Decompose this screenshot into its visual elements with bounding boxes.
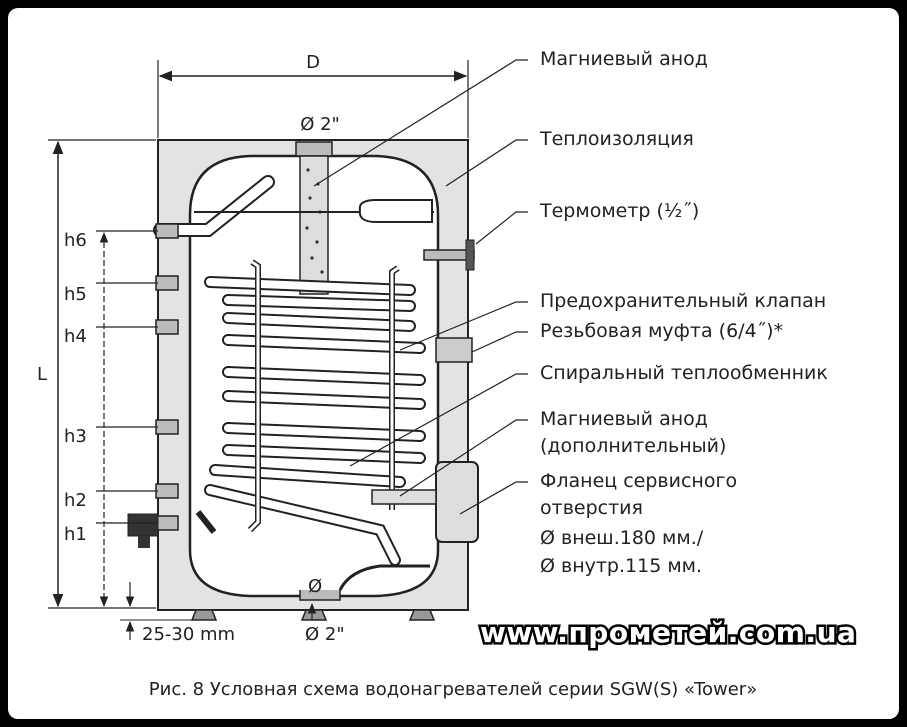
width-label: D [306,52,320,73]
bottom-port-label: Ø 2" [305,624,345,645]
feet-gap-label: 25-30 mm [142,624,235,645]
h2-label: h2 [64,490,87,511]
label-spiral-exchanger: Спиральный теплообменник [540,362,828,384]
label-additional-anode-2: (дополнительный) [540,435,726,457]
site-watermark: www.прометей.com.ua [480,616,856,649]
service-flange [435,461,479,543]
height-label: L [37,364,47,385]
h3-label: h3 [64,426,87,447]
feet [190,609,436,621]
label-flange-inner: Ø внутр.115 мм. [540,555,702,577]
label-insulation: Теплоизоляция [539,128,694,150]
h4-label: h4 [64,326,87,347]
label-service-flange: Фланец сервисного [540,470,737,492]
h5-label: h5 [64,284,87,305]
top-port-label: Ø 2" [300,114,340,135]
bottom-small-label: Ø [308,576,322,597]
top-port [295,141,333,157]
label-threaded-sleeve: Резьбовая муфта (6/4˝)* [540,320,783,342]
label-safety-valve: Предохранительный клапан [540,290,826,312]
figure-caption: Рис. 8 Условная схема водонагревателей с… [149,679,757,700]
additional-anode [371,489,437,505]
thermometer-sleeve [358,199,433,223]
label-thermometer: Термометр (½˝) [539,200,699,222]
label-magnesium-anode: Магниевый анод [540,48,708,70]
bottom-drain [299,590,341,601]
magnesium-anode [299,155,329,295]
safety-valve [127,513,159,537]
label-flange-outer: Ø внеш.180 мм./ [540,527,704,549]
threaded-sleeve [435,337,473,363]
label-additional-anode: Магниевый анод [540,408,708,430]
h6-label: h6 [64,230,87,251]
h1-label: h1 [64,524,87,545]
label-service-flange-2: отверстия [540,497,643,519]
